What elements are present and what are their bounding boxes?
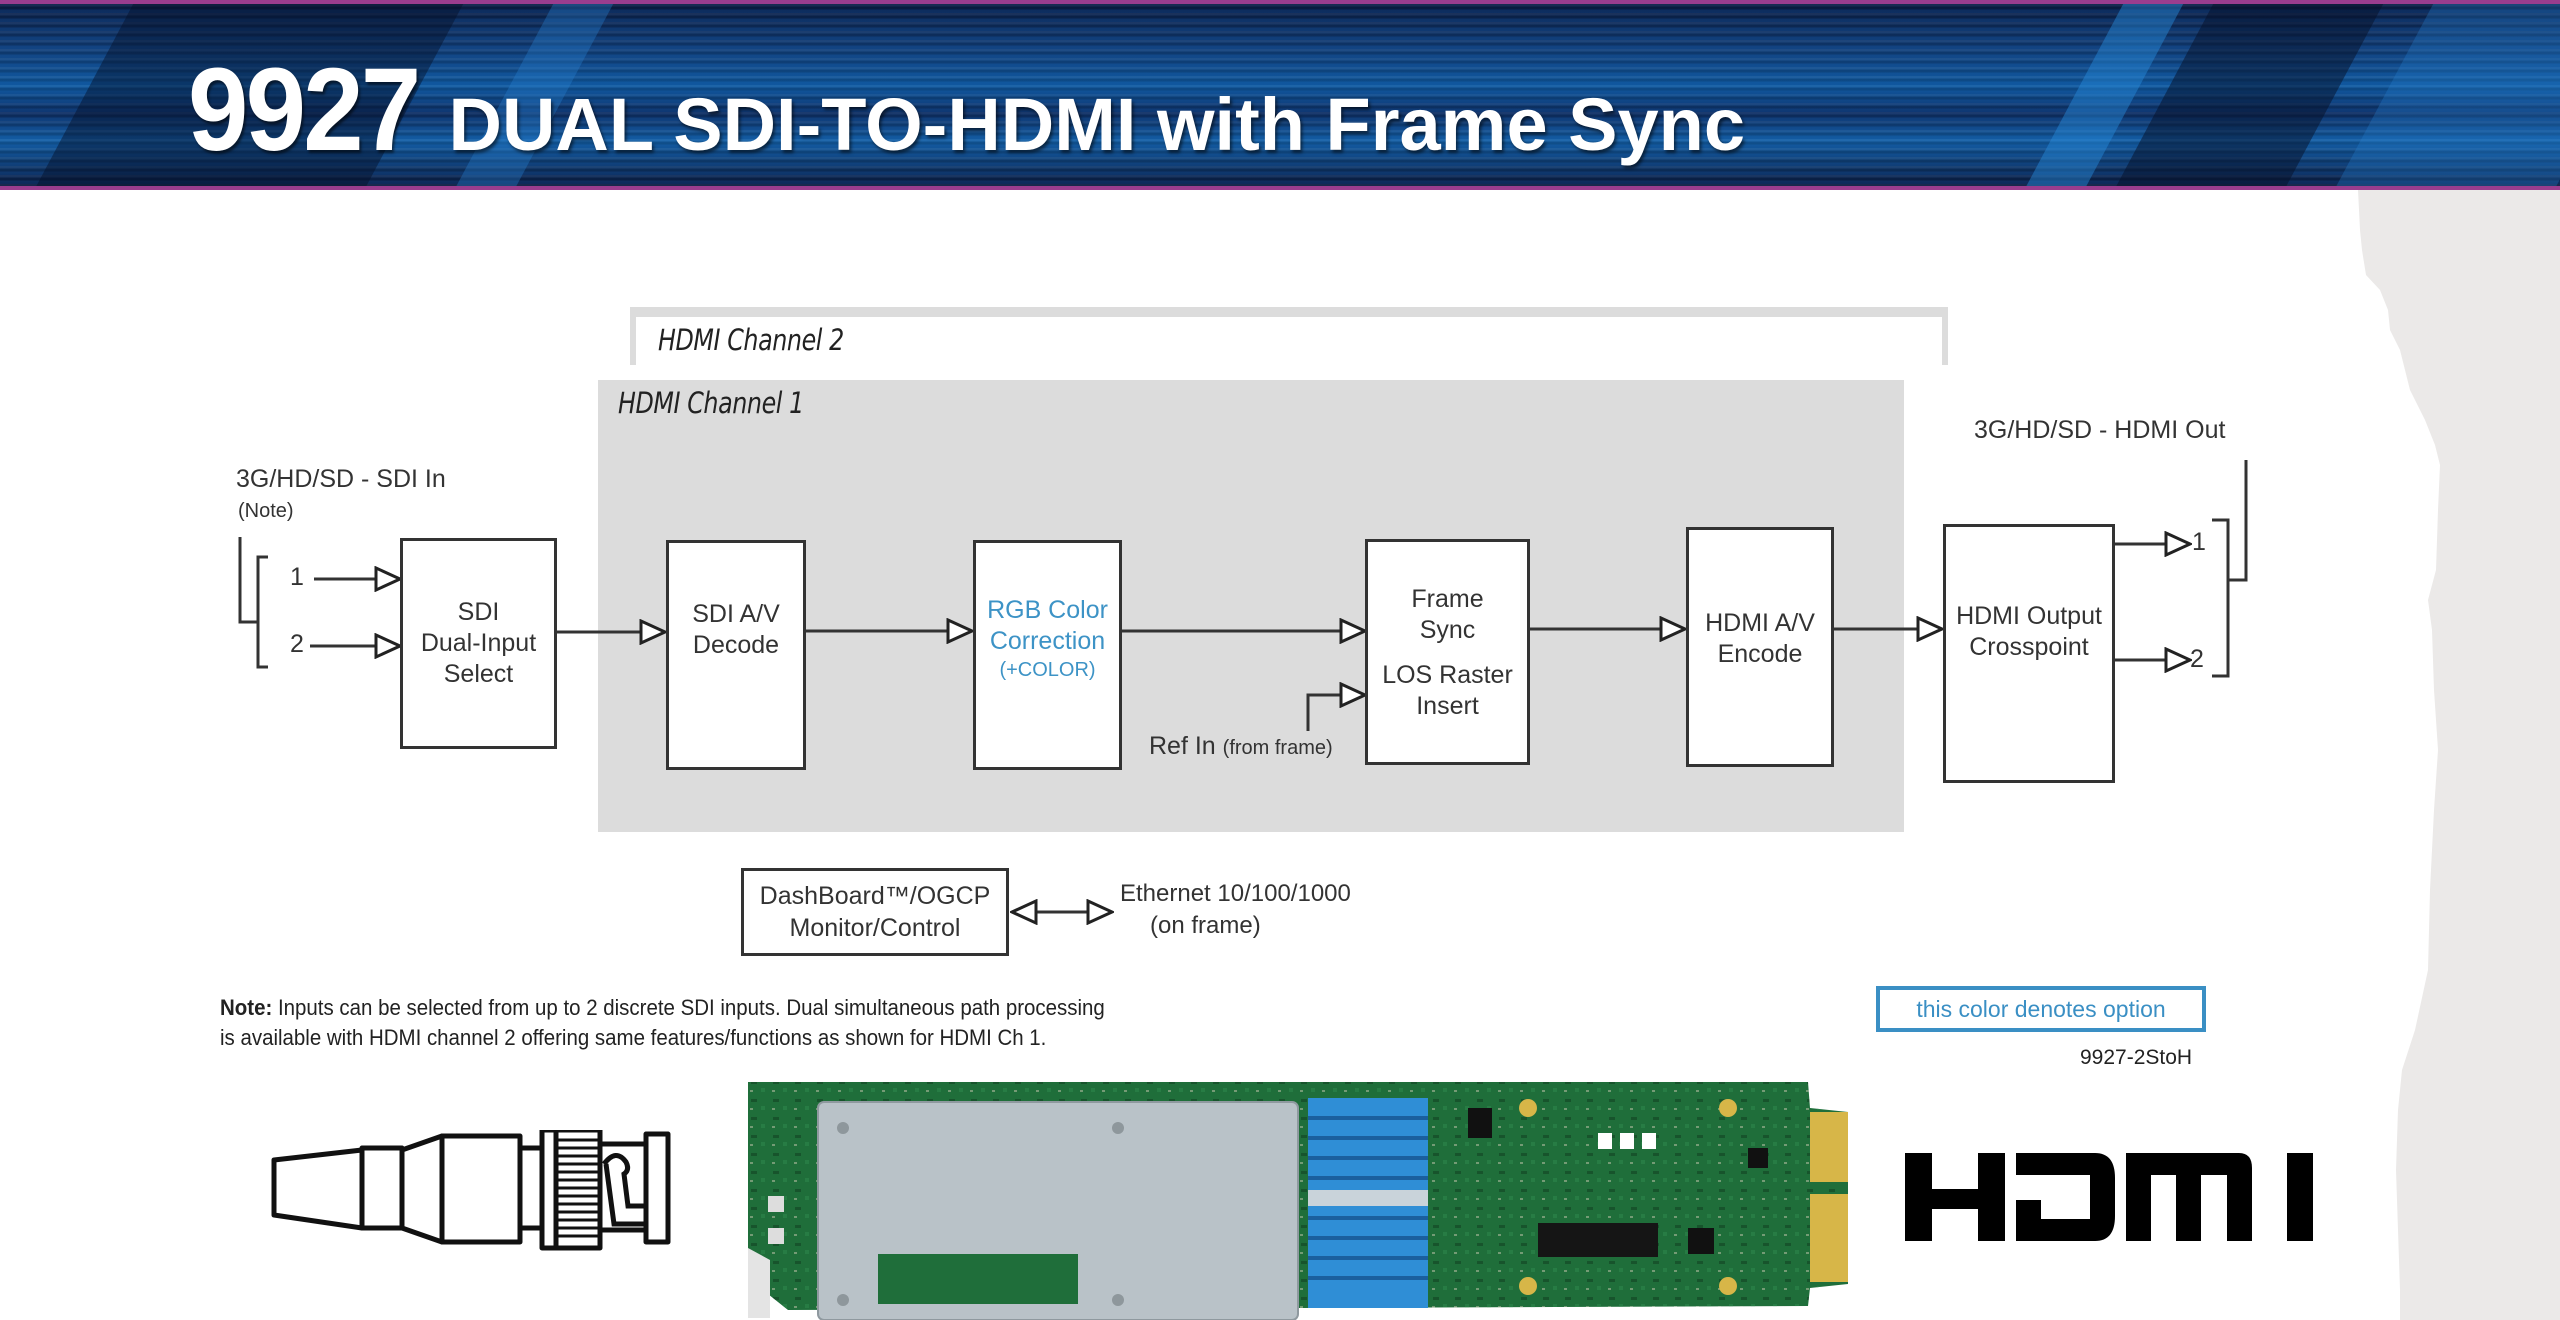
note-line-1: Inputs can be selected from up to 2 disc… <box>277 995 1105 1020</box>
rgb-color-correction-block: RGB Color Correction (+COLOR) <box>973 540 1122 770</box>
part-number: 9927-2StoH <box>2080 1046 2193 1069</box>
ref-in-sub: (from frame) <box>1222 737 1333 759</box>
sdi-av-decode-block: SDI A/V Decode <box>666 540 806 770</box>
ethernet-sub: (on frame) <box>1150 912 1261 939</box>
sdi-input-note-ref: (Note) <box>238 500 294 522</box>
hdmi-av-encode-block: HDMI A/V Encode <box>1686 527 1834 767</box>
product-title: DUAL SDI-TO-HDMI with Frame Sync <box>448 83 1746 166</box>
block-text: Dual-Input <box>420 629 537 657</box>
ethernet-text: Ethernet 10/100/1000 <box>1120 880 1351 907</box>
bnc-connector-icon <box>271 1130 671 1251</box>
block-text: LOS Raster <box>1382 661 1513 689</box>
block-text: HDMI A/V <box>1705 609 1815 637</box>
option-color-legend: this color denotes option <box>1876 986 2206 1032</box>
footnote: Note: Inputs can be selected from up to … <box>220 993 1105 1053</box>
block-text: Sync <box>1419 616 1476 644</box>
dashboard-monitor-control-block: DashBoard™/OGCP Monitor/Control <box>741 868 1009 956</box>
output-bracket-stem <box>2228 460 2248 582</box>
block-text: Crosspoint <box>1969 633 2089 661</box>
block-text: RGB Color <box>987 596 1108 624</box>
sdi-input-label: 3G/HD/SD - SDI In <box>236 465 446 493</box>
page-title: 9927 DUAL SDI-TO-HDMI with Frame Sync <box>188 42 1745 178</box>
input-port-2: 2 <box>290 630 304 658</box>
input-bracket-stem <box>238 537 258 624</box>
torn-paper-background <box>2358 190 2560 1320</box>
sdi-dual-input-select-block: SDI Dual-Input Select <box>400 538 557 749</box>
hdmi-output-crosspoint-block: HDMI Output Crosspoint <box>1943 524 2115 783</box>
model-number: 9927 <box>188 44 421 176</box>
output-port-2: 2 <box>2190 645 2204 673</box>
ref-in-text: Ref In <box>1149 732 1216 760</box>
block-text: Select <box>443 660 514 688</box>
hdmi-logo <box>1905 1153 2313 1241</box>
note-label: Note: <box>220 995 273 1020</box>
channel-1-label: HDMI Channel 1 <box>618 386 804 420</box>
frame-sync-los-block: Frame Sync LOS Raster Insert <box>1365 539 1530 765</box>
hdmi-channel-2-region: HDMI Channel 2 <box>630 307 1948 365</box>
title-banner: 9927 DUAL SDI-TO-HDMI with Frame Sync <box>0 0 2560 190</box>
block-text: Decode <box>692 631 780 659</box>
ethernet-label: Ethernet 10/100/1000 (on frame) <box>1120 878 1351 942</box>
block-text: Frame <box>1411 585 1484 613</box>
hdmi-output-label: 3G/HD/SD - HDMI Out <box>1974 416 2226 444</box>
block-text: Correction <box>989 627 1106 655</box>
block-text: DashBoard™/OGCP <box>759 882 991 910</box>
output-port-1: 1 <box>2192 528 2206 556</box>
block-text: SDI A/V <box>692 600 780 628</box>
block-text: Encode <box>1717 640 1803 668</box>
block-text: Monitor/Control <box>789 914 961 942</box>
circuit-board-image <box>748 1082 1848 1320</box>
block-text: SDI <box>457 598 500 626</box>
input-port-1: 1 <box>290 563 304 591</box>
channel-2-label: HDMI Channel 2 <box>658 323 844 357</box>
block-text: HDMI Output <box>1956 602 2102 630</box>
option-tag: (+COLOR) <box>999 659 1096 681</box>
ref-in-label: Ref In (from frame) <box>1149 732 1333 761</box>
note-line-2: is available with HDMI channel 2 offerin… <box>220 1025 1047 1050</box>
output-bracket <box>2212 518 2230 678</box>
ref-in-line <box>1306 693 1330 731</box>
block-text: Insert <box>1416 692 1479 720</box>
input-bracket <box>256 555 268 669</box>
